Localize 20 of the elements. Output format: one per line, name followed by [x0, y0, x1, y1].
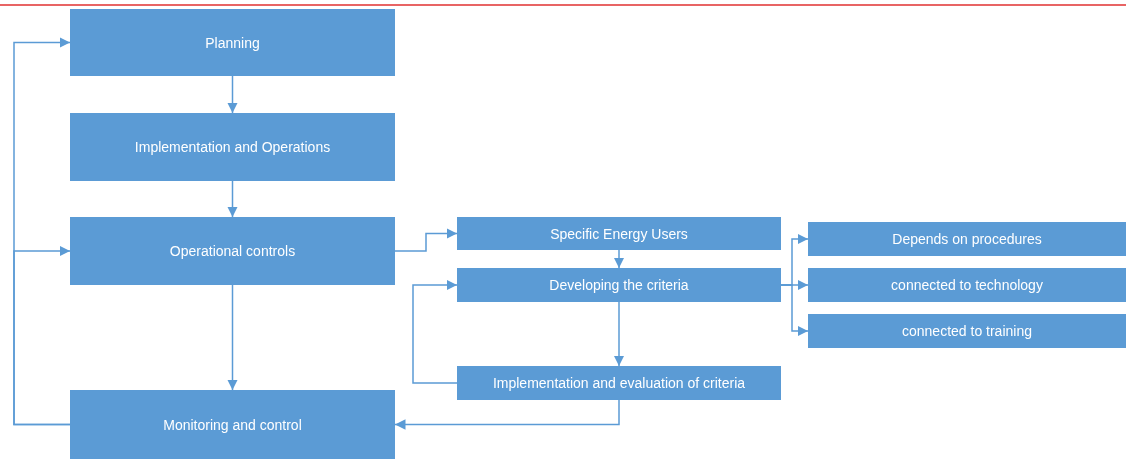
arrow — [227, 284, 238, 391]
process-box: connected to technology — [808, 268, 1126, 302]
arrow — [394, 228, 458, 252]
arrow — [412, 279, 458, 384]
process-box: Specific Energy Users — [457, 217, 781, 250]
process-box: connected to training — [808, 314, 1126, 348]
process-box: Implementation and Operations — [70, 113, 395, 181]
arrow — [394, 399, 620, 430]
arrow — [613, 249, 625, 269]
process-box: Monitoring and control — [70, 390, 395, 459]
process-box: Depends on procedures — [808, 222, 1126, 256]
process-box: Operational controls — [70, 217, 395, 285]
arrow — [613, 301, 625, 367]
process-box: Developing the criteria — [457, 268, 781, 302]
process-box: Implementation and evaluation of criteria — [457, 366, 781, 400]
arrow — [780, 284, 809, 337]
arrow — [227, 180, 238, 218]
arrow — [227, 75, 238, 114]
arrow — [13, 245, 71, 426]
process-box: Planning — [70, 9, 395, 76]
